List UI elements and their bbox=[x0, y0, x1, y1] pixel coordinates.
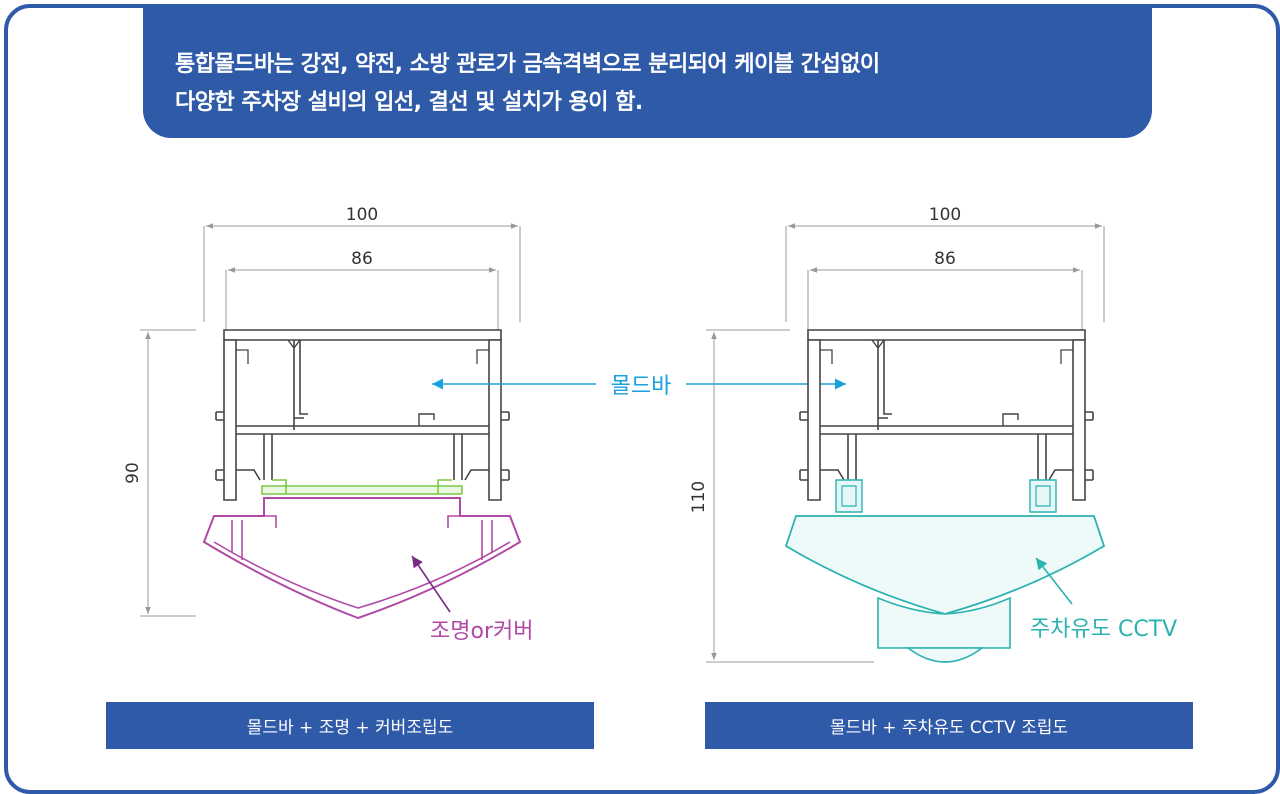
left-inner-dim: 86 bbox=[351, 249, 373, 269]
left-moldbar-profile bbox=[215, 329, 510, 501]
diagram-frame: 통합몰드바는 강전, 약전, 소방 관로가 금속격벽으로 분리되어 케이블 간섭… bbox=[4, 4, 1280, 794]
left-callout-label: 조명or커버 bbox=[430, 619, 533, 644]
right-moldbar-profile bbox=[799, 329, 1094, 501]
right-cctv-body bbox=[877, 596, 1011, 649]
left-outer-dim: 100 bbox=[346, 205, 378, 225]
banner-line-1: 통합몰드바는 강전, 약전, 소방 관로가 금속격벽으로 분리되어 케이블 간섭… bbox=[175, 52, 880, 77]
moldbar-label: 몰드바 bbox=[611, 374, 672, 399]
right-inner-dim: 86 bbox=[934, 249, 956, 269]
right-cctv-lens bbox=[905, 647, 985, 663]
header-banner: 통합몰드바는 강전, 약전, 소방 관로가 금속격벽으로 분리되어 케이블 간섭… bbox=[143, 8, 1152, 138]
right-cctv-housing bbox=[784, 515, 1106, 615]
left-lens-strip bbox=[261, 485, 463, 495]
right-caption: 몰드바 + 주차유도 CCTV 조립도 bbox=[705, 702, 1193, 749]
right-assembly: 100 86 110 주차유도 CCTV bbox=[689, 205, 1177, 663]
left-cover-profile bbox=[202, 497, 522, 620]
left-assembly: 100 86 90 조명or커버 bbox=[123, 205, 533, 644]
banner-line-2: 다양한 주차장 설비의 입선, 결선 및 설치가 용이 함. bbox=[175, 90, 643, 115]
right-height-dim: 110 bbox=[689, 481, 709, 513]
left-callout-arrow bbox=[411, 555, 451, 613]
left-caption: 몰드바 + 조명 + 커버조립도 bbox=[106, 702, 594, 749]
right-callout-label: 주차유도 CCTV bbox=[1030, 617, 1177, 642]
right-outer-dim: 100 bbox=[929, 205, 961, 225]
left-height-dim: 90 bbox=[123, 462, 143, 484]
right-callout-arrow bbox=[1035, 557, 1073, 605]
